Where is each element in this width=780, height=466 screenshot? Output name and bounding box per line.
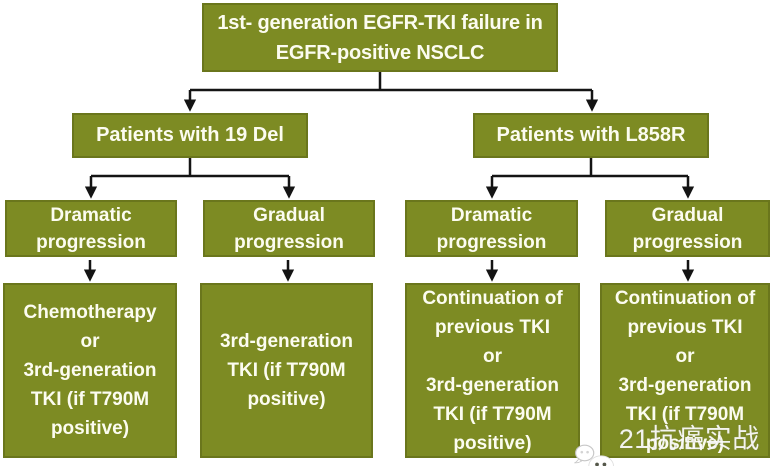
node-19del-dramatic-progression: Dramatic progression: [5, 200, 177, 257]
node-outcome-3rd-gen: 3rd-generation TKI (if T790M positive): [200, 283, 373, 458]
node-19del-gradual-progression: Gradual progression: [203, 200, 375, 257]
node-l858r-gradual-progression: Gradual progression: [605, 200, 770, 257]
node-l858r-dramatic-progression: Dramatic progression: [405, 200, 578, 257]
node-outcome-chemo-or-3rd-gen: Chemotherapy or 3rd-generation TKI (if T…: [3, 283, 177, 458]
watermark: 21抗癌实战分析: [574, 416, 780, 466]
node-patients-19del: Patients with 19 Del: [72, 113, 308, 158]
node-root-egfr-tki-failure: 1st- generation EGFR-TKI failure in EGFR…: [202, 3, 558, 72]
node-patients-l858r: Patients with L858R: [473, 113, 709, 158]
node-outcome-continue-tki-dramatic: Continuation of previous TKI or 3rd-gene…: [405, 283, 580, 458]
chat-bubbles-icon: [574, 444, 614, 466]
watermark-text: 21抗癌实战分析: [618, 424, 760, 454]
node-outcome-continue-tki-gradual: Continuation of previous TKI or 3rd-gene…: [600, 283, 770, 458]
